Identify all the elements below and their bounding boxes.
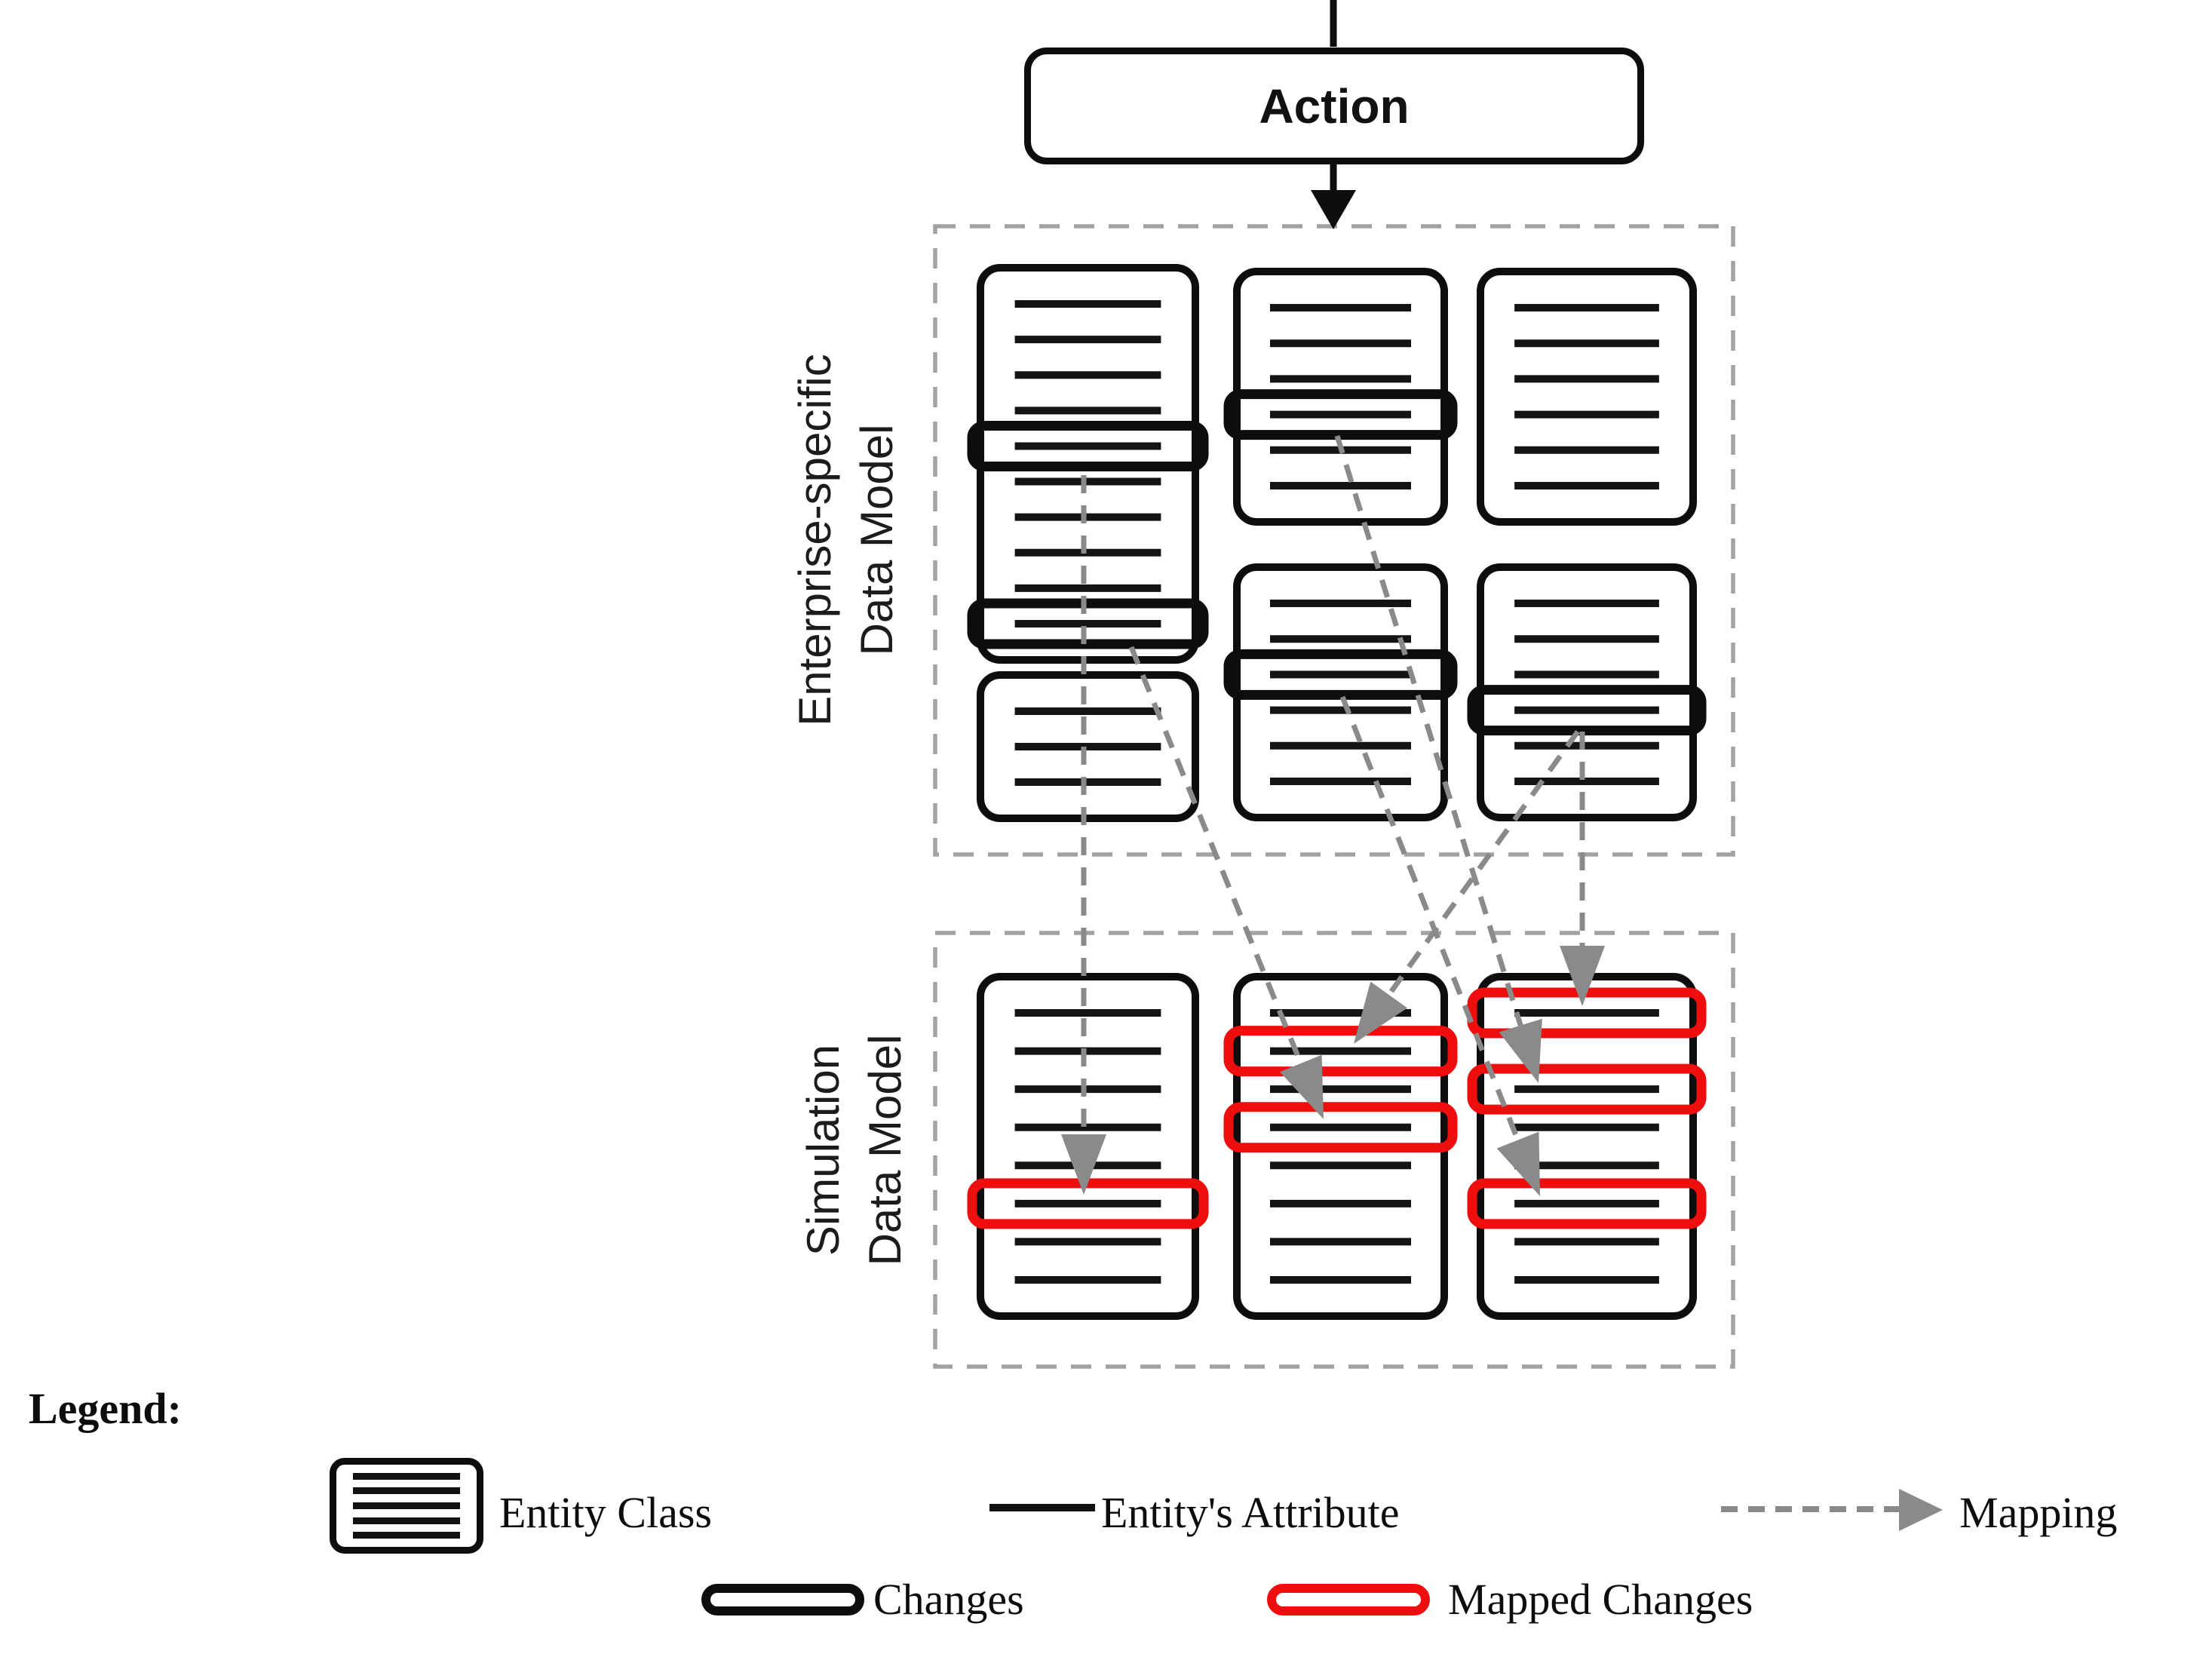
attribute-line-icon: [989, 1504, 1095, 1511]
legend-mapped-changes-label: Mapped Changes: [1448, 1575, 1753, 1624]
simulation-model-frame: [933, 931, 1735, 1369]
mapped-change-rect: [1467, 1178, 1707, 1229]
action-arrowhead: [1311, 190, 1356, 229]
mapped-change-rect: [1223, 1026, 1458, 1077]
simulation-model-label-line2: Data Model: [860, 1034, 910, 1266]
mapping-arrowhead-map-col2-box2-change-to-sim-col3-red3: [1496, 1131, 1540, 1196]
entity-class-icon-line: [353, 1517, 460, 1524]
legend-title: Legend:: [29, 1384, 182, 1433]
mapping-arrowhead-map-col1-change2-to-sim-col2-red2: [1280, 1054, 1324, 1119]
legend-entity-class-label: Entity Class: [499, 1488, 712, 1537]
mapping-arrowhead-map-col1-change1-to-sim-col1: [1061, 1134, 1106, 1195]
action-box: Action: [1024, 48, 1644, 164]
legend-mapping-label: Mapping: [1959, 1488, 2118, 1537]
change-rect: [1223, 389, 1458, 440]
change-rect: [1467, 685, 1707, 736]
mapping-arrowhead-map-col3-box2-change-to-sim-col3-red1: [1560, 946, 1605, 1006]
action-box-label: Action: [1259, 78, 1410, 133]
legend-attribute-label: Entity's Attribute: [1101, 1488, 1400, 1537]
mapping-arrow-icon: [1721, 1506, 1901, 1512]
entity-class-icon-line: [353, 1487, 460, 1495]
entity-class-icon-line: [353, 1502, 460, 1509]
change-rect: [967, 420, 1209, 471]
mapping-arrow-map-col2-box2-change-to-sim-col3-red3: [1339, 695, 1520, 1141]
enterprise-model-label-line2: Data Model: [851, 424, 902, 656]
mapping-arrowhead-map-col3-box2-change-to-sim-col2-red1: [1354, 981, 1408, 1044]
enterprise-model-label-line1: Enterprise-specific: [790, 354, 840, 726]
entity-class-icon-line: [353, 1532, 460, 1539]
legend-changes-label: Changes: [873, 1575, 1024, 1624]
mapping-arrow-map-col3-box2-change-to-sim-col2-red1: [1386, 729, 1580, 997]
changes-icon: [701, 1584, 864, 1616]
change-rect: [967, 598, 1209, 649]
mapped-changes-icon: [1267, 1584, 1430, 1616]
mapped-change-rect: [1223, 1102, 1458, 1153]
entity-class-box-enterprise-col3-box1: [1477, 268, 1697, 526]
entity-class-icon-line: [353, 1472, 460, 1480]
mapping-arrow-map-col2-box1-change-to-sim-col3-red2: [1334, 434, 1523, 1026]
simulation-model-label: Simulation Data Model: [790, 841, 919, 1459]
simulation-model-label-line1: Simulation: [798, 1044, 848, 1257]
change-rect: [1223, 649, 1458, 700]
entity-class-icon: [330, 1458, 483, 1554]
mapping-arrow-map-col1-change2-to-sim-col2-red2: [1128, 646, 1304, 1065]
mapping-arrowhead-icon: [1899, 1489, 1943, 1531]
mapped-change-rect: [1467, 1063, 1707, 1115]
mapping-arrowhead-map-col2-box1-change-to-sim-col3-red2: [1499, 1018, 1542, 1083]
enterprise-model-label: Enterprise-specific Data Model: [782, 231, 910, 849]
